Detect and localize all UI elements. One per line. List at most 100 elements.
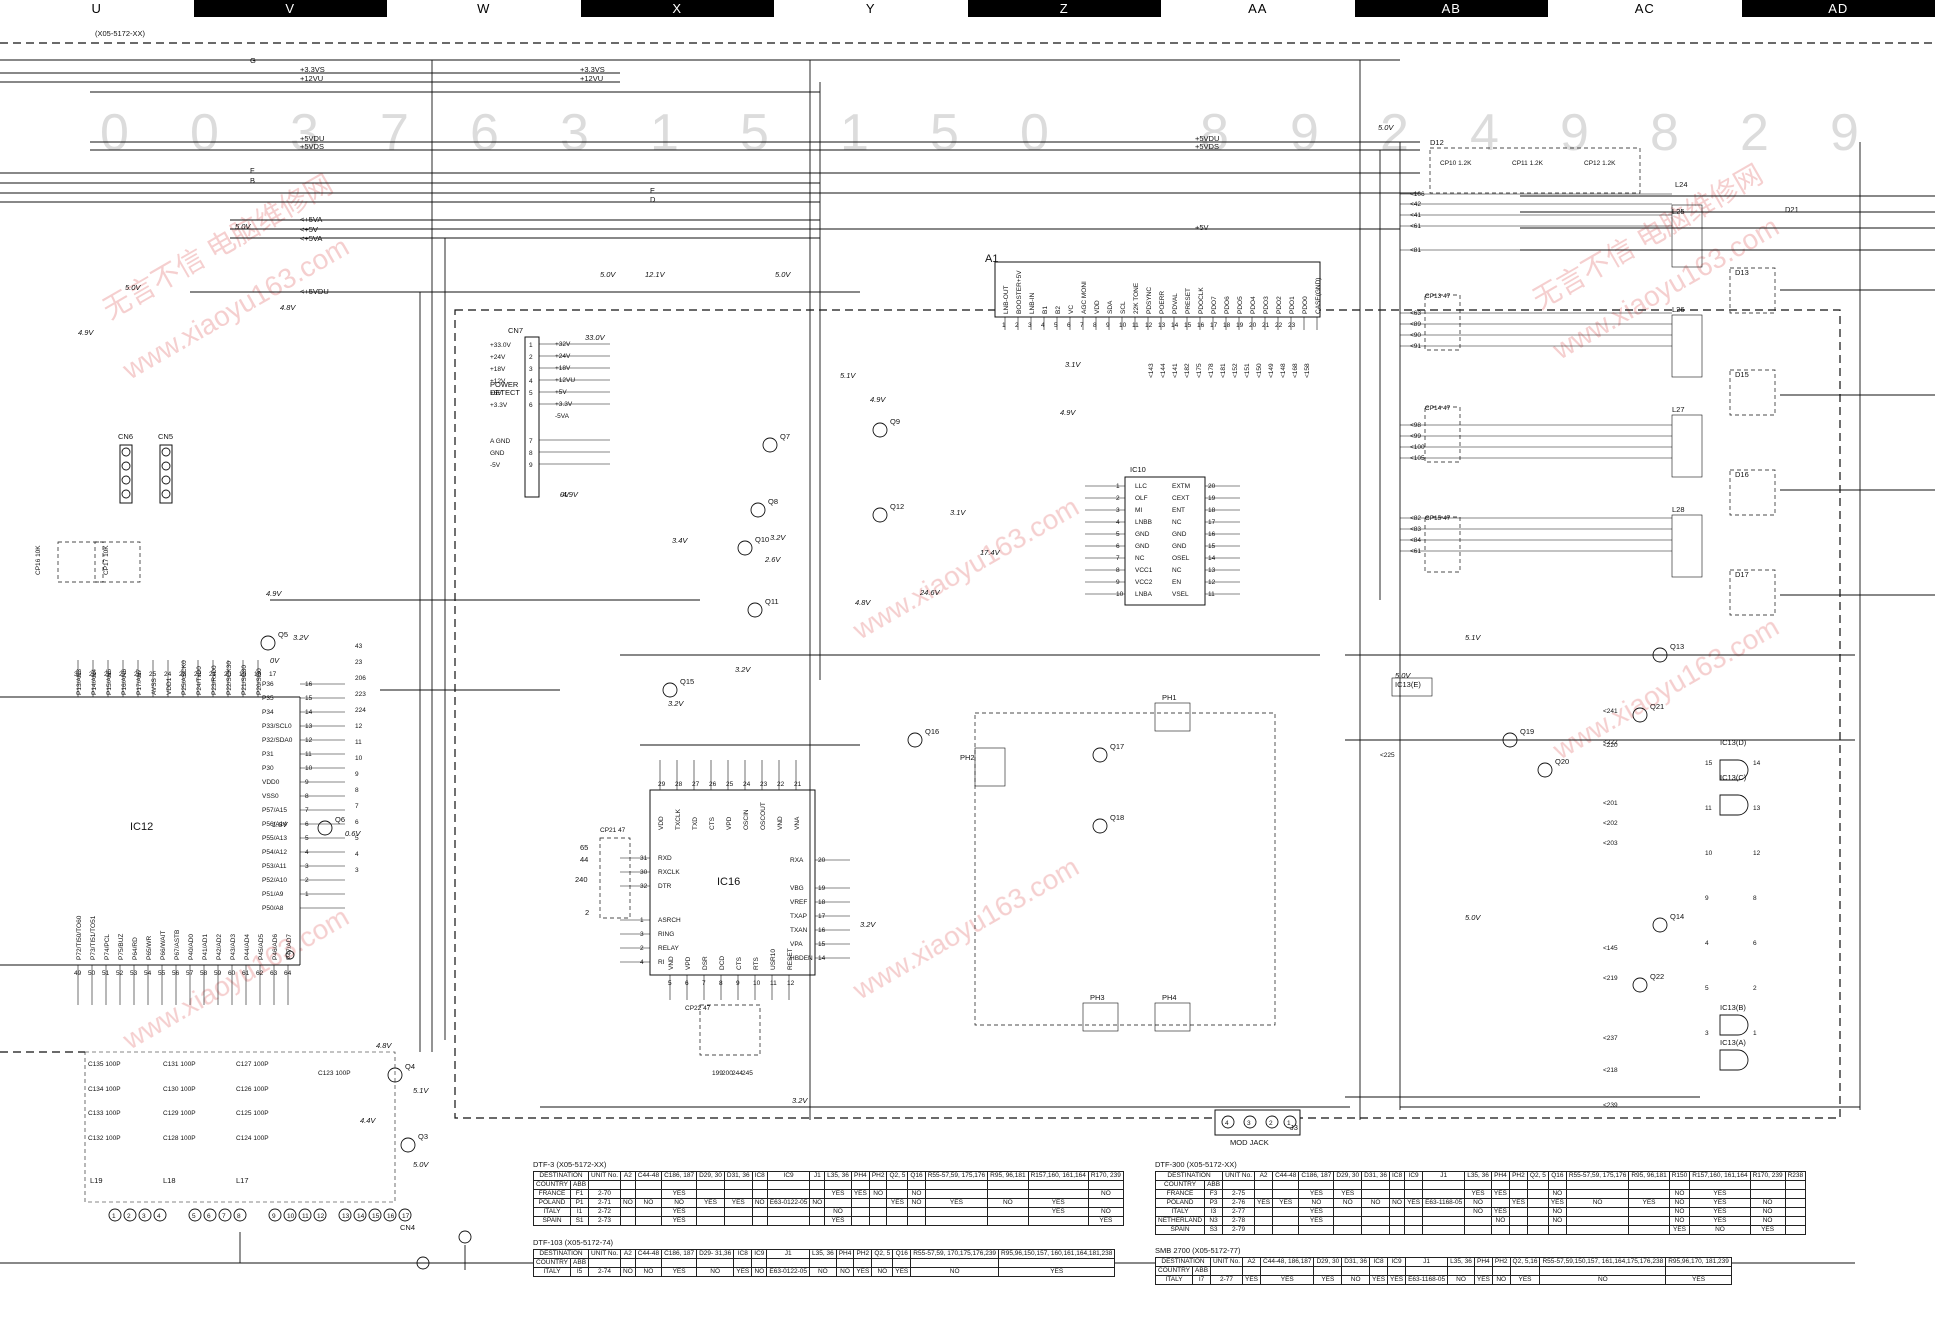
cn4-pin-number: 10 [287,1213,295,1220]
table-empty-cell [696,1180,725,1190]
a1-net-label: <143 [1148,363,1155,378]
ic12-net-label: 3 [355,867,359,874]
a1-pin-name: SCL [1120,301,1127,314]
svg-text:CP14 47: CP14 47 [1425,405,1451,412]
table-cell: S3 [1204,1225,1224,1235]
table-empty-cell [1272,1180,1300,1190]
ic10-pin-name: NC [1135,555,1145,562]
transistor-label: Q18 [1110,813,1124,822]
table-cell: YES [1689,1216,1751,1226]
svg-text:4.8V: 4.8V [280,303,296,312]
ic12-pin-number: 51 [102,970,110,977]
table-empty-cell [1422,1180,1466,1190]
table-cell: YES [1027,1207,1089,1217]
table-cell [1784,1189,1807,1199]
table-cell: NO [1361,1198,1390,1208]
svg-text:1.8V: 1.8V [272,820,288,829]
transistor-label: Q14 [1670,912,1684,921]
ic12-pin-number: 12 [305,737,313,744]
svg-text:DETECT: DETECT [490,388,520,397]
ic12-pin-number: 28 [104,671,112,678]
svg-text:244: 244 [732,1070,743,1077]
ic10-pin-name: LNBA [1135,591,1153,598]
ic12-pin-name: P53/A11 [262,863,287,870]
table-empty-cell [1361,1180,1390,1190]
table-cell [723,1207,753,1217]
ic12-pin-number: 18 [254,671,262,678]
table-cell: I5 [570,1267,590,1277]
cn7-net: +18V [555,365,571,372]
a1-net-label: <150 [1256,363,1263,378]
table-cell [1388,1207,1406,1217]
table-header-cell: IC8 [1369,1257,1389,1267]
table-empty-cell [723,1180,753,1190]
table-cell: YES [1628,1198,1670,1208]
table-header-cell: IC9 [1404,1171,1424,1181]
ic12-pin-number: 10 [305,765,313,772]
cn4-pin [368,1208,382,1222]
cn4-pin-number: 13 [342,1213,350,1220]
table-empty-cell [1749,1180,1786,1190]
ic12-net-label: 11 [355,739,362,746]
transistor-symbol [1632,707,1648,723]
table-header-cell: L35, 36 [1464,1171,1492,1181]
cn4-pin [283,1208,297,1222]
ic10-pin-name: GND [1172,531,1187,538]
a1-pin-name: PDO4 [1250,296,1257,314]
transistor-symbol [1632,977,1648,993]
table-cell: 2-77 [1210,1275,1244,1285]
table-header-cell: L35, 36 [809,1249,837,1259]
a1-pin-number: 21 [1262,322,1270,329]
ic10-pin-name: VCC2 [1135,579,1153,586]
svg-text:D12: D12 [1430,138,1444,147]
connector-net-label: <41 [1410,212,1421,219]
ic16-modem: IC16 [649,789,816,976]
ic12-pin-number: 22 [194,671,202,678]
svg-text:<+5V: <+5V [300,225,318,234]
ic12-pin-name: VDD0 [262,779,280,786]
table-cell [766,1189,811,1199]
ic16-pin-number: 32 [640,883,648,890]
a1-net-label: <151 [1244,363,1251,378]
table-empty-cell [1491,1266,1511,1276]
table-empty-cell [886,1180,909,1190]
svg-text:F: F [250,166,255,175]
table-cell [1784,1198,1807,1208]
ic12-pin-number: 53 [130,970,138,977]
table-cell [1784,1216,1807,1226]
ic12-net-label: 43 [355,643,363,650]
table-cell: YES [1298,1207,1335,1217]
ic13-pin-number: 6 [1753,940,1757,947]
ic12-pin-number: 64 [284,970,292,977]
ic16-pin-name: VPA [790,941,803,948]
cn7-pin-name: +5V [490,390,502,397]
cn4-pin-number: 15 [372,1213,380,1220]
cn5-connector: CN5 [158,432,173,504]
a1-pin-number: 3 [1028,322,1032,329]
svg-text:D16: D16 [1735,470,1749,479]
header-note: (X05-5172-XX) [95,29,146,38]
table-cell: NO [1298,1198,1335,1208]
table-cell: I7 [1192,1275,1212,1285]
table-cell: E63-0122-05 [766,1267,810,1277]
table-cell: NO [1565,1198,1630,1208]
table-cell [1628,1216,1670,1226]
table-cell: 2-71 [588,1198,622,1208]
ic13-net-label: <237 [1603,1035,1618,1042]
table-cell [696,1189,725,1199]
table-cell: YES [1665,1275,1732,1285]
table-cell: NO [751,1198,768,1208]
ic12-pin-name: P13/AN3 [76,669,83,695]
table-empty-cell [871,1258,894,1268]
table-cell [1272,1207,1300,1217]
table-cell [1254,1216,1274,1226]
table-header-cell: D31, 36 [1341,1257,1371,1267]
ic12-pin-name: P41/AD1 [202,934,209,960]
rail-labels: G +3.3VS +12VU +3.3VS +12VU +5VDU +5VDS … [250,56,1219,296]
ic16-pin-name: DSR [702,956,709,970]
ic16-pin-name: OSCOUT [760,802,767,830]
svg-text:0V: 0V [270,656,280,665]
table-cell: NO [1539,1275,1667,1285]
